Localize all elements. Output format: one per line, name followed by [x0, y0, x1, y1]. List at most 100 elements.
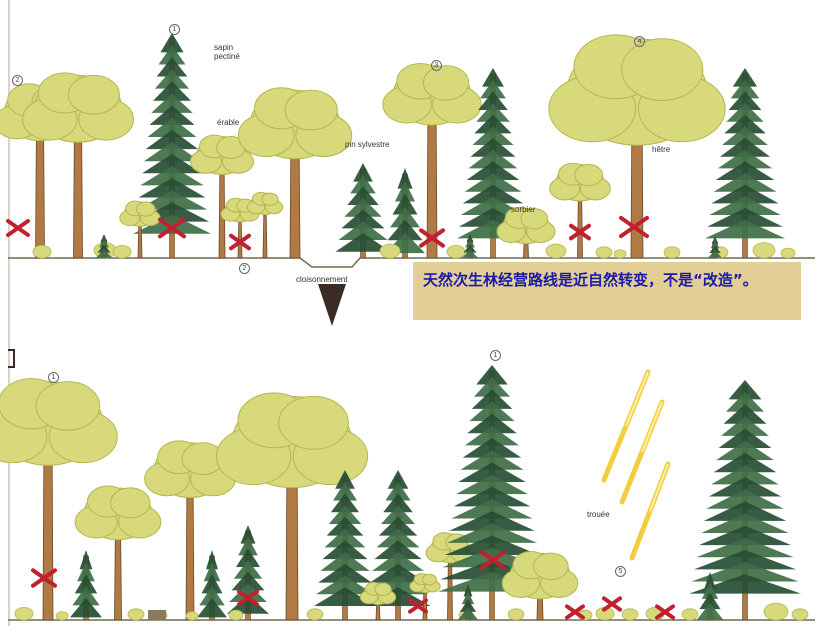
broadleaf-canopy-blob: [135, 201, 156, 217]
conifer-tier: [335, 470, 355, 489]
light-ray-highlight: [641, 401, 663, 453]
conifer-tier: [474, 114, 512, 134]
conifer-tier: [233, 560, 263, 579]
conifer-tier: [464, 173, 522, 192]
conifer-tier: [691, 562, 799, 582]
cut-mark-cross: [31, 568, 57, 588]
conifer-tier: [472, 126, 514, 146]
conifer-tier: [96, 249, 112, 258]
conifer-tier: [392, 193, 418, 215]
tree-stump: [148, 610, 166, 620]
light-ray-highlight: [625, 371, 649, 427]
marker-2-ground: 2: [239, 263, 250, 274]
conifer-tier: [378, 516, 418, 536]
conifer-tier: [453, 486, 531, 507]
conifer-tier: [462, 249, 478, 258]
conifer-tier: [478, 91, 508, 111]
conifer-tier: [466, 234, 474, 243]
conifer-tier: [140, 166, 204, 186]
conifer-tier: [444, 535, 540, 556]
conifer-tier: [201, 574, 223, 594]
conifer-tier: [689, 574, 801, 594]
conifer-tier: [149, 105, 195, 125]
conifer-tier: [710, 240, 720, 249]
marker-2: 2: [12, 75, 23, 86]
shrub: [763, 602, 789, 621]
conifer-tier: [158, 45, 186, 65]
conifer-tier: [482, 68, 504, 87]
conifer-tier: [330, 493, 360, 513]
conifer-tier: [231, 571, 265, 591]
conifer-tier: [206, 550, 218, 570]
conifer-tier: [347, 186, 379, 206]
conifer-tier: [708, 477, 782, 497]
shrub: [32, 244, 52, 259]
conifer-tier: [238, 536, 258, 556]
conifer-tier: [160, 33, 184, 53]
conifer-tier: [459, 599, 477, 612]
conifer-tier: [707, 208, 783, 227]
cut-mark-cross: [569, 223, 591, 241]
conifer-tier: [154, 69, 190, 89]
shrub: [127, 608, 145, 621]
conifer-tier: [476, 103, 510, 122]
label-pin-sylvestre: pin sylvestre: [345, 140, 390, 149]
conifer-tier: [353, 163, 373, 182]
marker-1-lower-mid: 1: [490, 350, 501, 361]
conifer-tier: [333, 481, 357, 501]
label-erable: érable: [217, 118, 240, 127]
conifer-tier: [145, 129, 199, 150]
conifer-tier: [142, 153, 202, 174]
conifer-tier: [99, 239, 109, 248]
conifer-tier: [701, 582, 719, 599]
conifer-tier: [151, 93, 193, 113]
shrub: [545, 243, 567, 259]
conifer-tier: [709, 196, 781, 216]
conifer-tier: [314, 587, 376, 607]
conifer-tier: [466, 161, 520, 181]
conifer-tier: [713, 173, 777, 192]
conifer-tier: [732, 68, 758, 87]
bracket-mark: [8, 349, 15, 368]
shrub: [55, 611, 69, 621]
shrub: [14, 607, 34, 621]
conifer-tier: [324, 528, 366, 548]
conifer-tier: [390, 206, 420, 228]
broadleaf-canopy-blob: [532, 552, 569, 581]
shrub: [306, 608, 324, 621]
conifer-tier: [711, 464, 779, 485]
conifer-tier: [467, 413, 517, 434]
marker-3: 3: [431, 60, 442, 71]
conifer-tier: [197, 598, 227, 618]
conifer-tier: [703, 501, 787, 521]
down-arrow-icon: [318, 284, 346, 326]
conifer-tier: [463, 584, 473, 597]
broadleaf-canopy-blob: [520, 208, 549, 230]
conifer-tier: [350, 174, 376, 194]
broadleaf-canopy-blob: [422, 65, 470, 101]
label-hetre: hêtre: [652, 145, 671, 154]
conifer-tier: [456, 474, 528, 495]
conifer-tier: [705, 219, 785, 239]
broadleaf-canopy-blob: [284, 89, 338, 131]
note-box: 天然次生林经营路线是近自然转变，不是“改造”。: [413, 262, 801, 320]
broadleaf-canopy-blob: [621, 38, 704, 101]
cut-mark-cross: [237, 589, 259, 607]
conifer-tier: [708, 250, 722, 258]
conifer-tier: [463, 244, 477, 253]
label-sorbier: sorbier: [511, 205, 536, 214]
conifer-tier: [322, 540, 368, 560]
conifer-tier: [711, 236, 719, 244]
conifer-tier: [476, 365, 508, 385]
conifer-tier: [397, 168, 413, 189]
shrub: [112, 244, 132, 259]
conifer-tier: [100, 234, 108, 243]
broadleaf-canopy-blob: [35, 381, 101, 431]
conifer-tier: [326, 516, 364, 536]
conifer-tier: [136, 190, 208, 210]
conifer-tier: [316, 575, 374, 595]
conifer-tier: [383, 493, 413, 513]
conifer-tier: [704, 572, 716, 589]
label-cloisonnement: cloisonnement: [296, 275, 348, 284]
broadleaf-canopy-blob: [261, 192, 279, 206]
